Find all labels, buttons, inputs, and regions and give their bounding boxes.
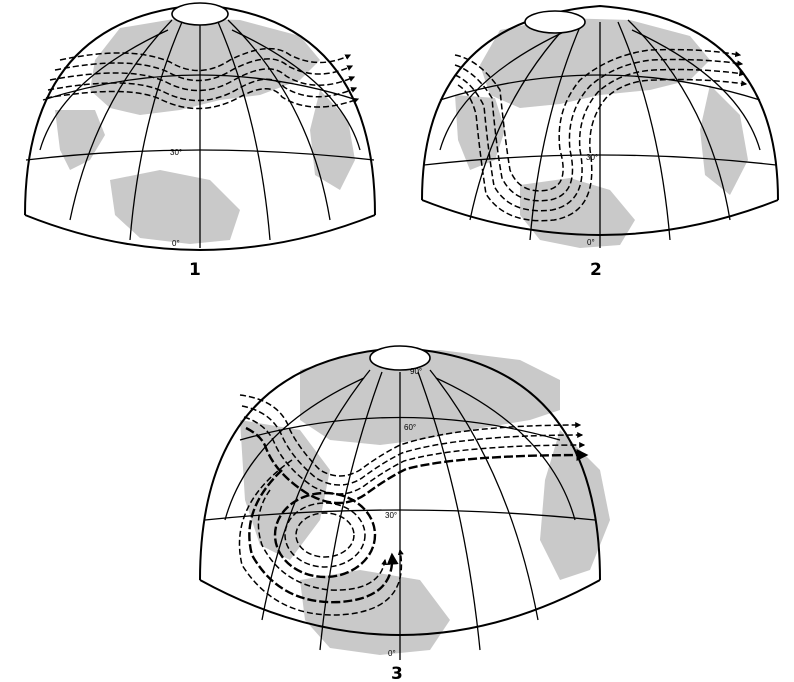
landmass-east xyxy=(540,430,610,580)
landmass-south xyxy=(300,570,450,655)
hemisphere-outline xyxy=(421,4,779,201)
latitude-90-label: 90° xyxy=(410,367,422,376)
meridian xyxy=(429,369,539,621)
meridian xyxy=(261,369,371,621)
pole-cap xyxy=(171,2,229,26)
meridian xyxy=(435,377,576,521)
panel-number-1: 1 xyxy=(189,260,201,280)
landmass-east xyxy=(310,90,355,190)
equator-rim xyxy=(199,579,601,636)
latitude-30-label: 30° xyxy=(586,153,598,162)
cutoff-low-outer-ring xyxy=(273,491,377,579)
latitude-30-label: 30° xyxy=(385,511,397,520)
latitude-0-label: 0° xyxy=(388,649,396,658)
equator-rim xyxy=(24,214,376,251)
meridian xyxy=(631,29,761,151)
meridian xyxy=(231,29,361,151)
meridian xyxy=(439,29,569,151)
meridian xyxy=(417,371,481,651)
landmass-south xyxy=(520,178,635,248)
hemisphere-panel-3: 90° 60° 30° 0° 3 xyxy=(199,345,610,682)
hemisphere-panel-2: 30° 0° 2 xyxy=(421,4,779,280)
landmass-americas xyxy=(240,420,330,560)
pole-cap xyxy=(524,10,586,34)
meridian xyxy=(227,19,331,221)
hemisphere-panel-1: 30° 0° 1 xyxy=(24,2,376,280)
latitude-0-label: 0° xyxy=(172,239,180,248)
landmass-americas xyxy=(455,95,505,170)
jet-stream-flow xyxy=(45,47,360,110)
cutoff-low-vortex xyxy=(273,491,377,579)
equator-rim xyxy=(421,199,779,236)
panel-number-2: 2 xyxy=(590,260,602,280)
cutoff-low-middle-ring xyxy=(284,502,366,568)
latitude-0-label: 0° xyxy=(587,238,595,247)
meridian xyxy=(617,21,671,241)
meridian xyxy=(69,19,173,221)
pole-cap xyxy=(369,345,431,371)
landmass-south xyxy=(110,170,240,244)
meridian xyxy=(627,19,731,221)
landmass-americas xyxy=(55,110,105,170)
panel-number-3: 3 xyxy=(391,664,403,682)
landmass-north xyxy=(90,18,320,115)
meridian xyxy=(217,21,271,241)
meridian xyxy=(39,29,169,151)
cutoff-low-inner-ring xyxy=(295,512,355,558)
jet-stream-flow xyxy=(454,48,748,222)
meridian xyxy=(469,19,573,221)
latitude-30-label: 30° xyxy=(170,148,182,157)
meridian xyxy=(129,21,183,241)
landmass-east xyxy=(700,85,748,195)
latitude-60-label: 60° xyxy=(404,423,416,432)
meridian xyxy=(319,371,383,651)
